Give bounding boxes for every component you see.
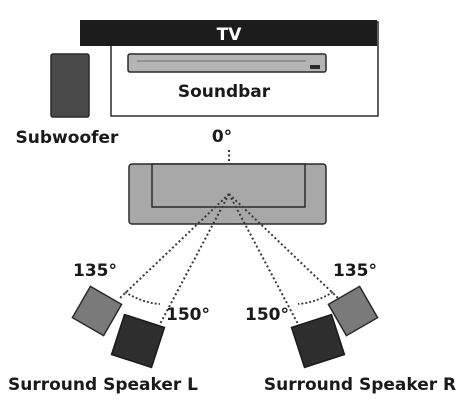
right-speaker-label: Surround Speaker R bbox=[264, 375, 456, 395]
left-angle-arc bbox=[124, 291, 161, 305]
soundbar-indicator bbox=[310, 65, 320, 69]
tv-label: TV bbox=[217, 25, 243, 45]
angle-left-inner-label: 150° bbox=[166, 305, 210, 325]
left-speaker-label: Surround Speaker L bbox=[8, 375, 198, 395]
angle-left-outer-label: 135° bbox=[73, 261, 117, 281]
soundbar-label: Soundbar bbox=[178, 82, 271, 102]
subwoofer-label: Subwoofer bbox=[16, 128, 120, 148]
right-speaker-outer-position bbox=[327, 285, 379, 337]
left-speaker-outer-position bbox=[71, 285, 123, 337]
subwoofer bbox=[50, 53, 90, 118]
tv-bar bbox=[80, 20, 377, 46]
angle-front-label: 0° bbox=[212, 127, 232, 147]
left-inner-line bbox=[159, 193, 230, 325]
angle-right-inner-label: 150° bbox=[245, 305, 289, 325]
right-angle-arc bbox=[297, 291, 334, 305]
soundbar bbox=[127, 53, 327, 73]
angle-right-outer-label: 135° bbox=[333, 261, 377, 281]
right-speaker-inner-position bbox=[290, 313, 346, 369]
left-speaker-inner-position bbox=[110, 313, 166, 369]
sofa-seat bbox=[151, 163, 306, 208]
right-inner-line bbox=[228, 193, 299, 325]
